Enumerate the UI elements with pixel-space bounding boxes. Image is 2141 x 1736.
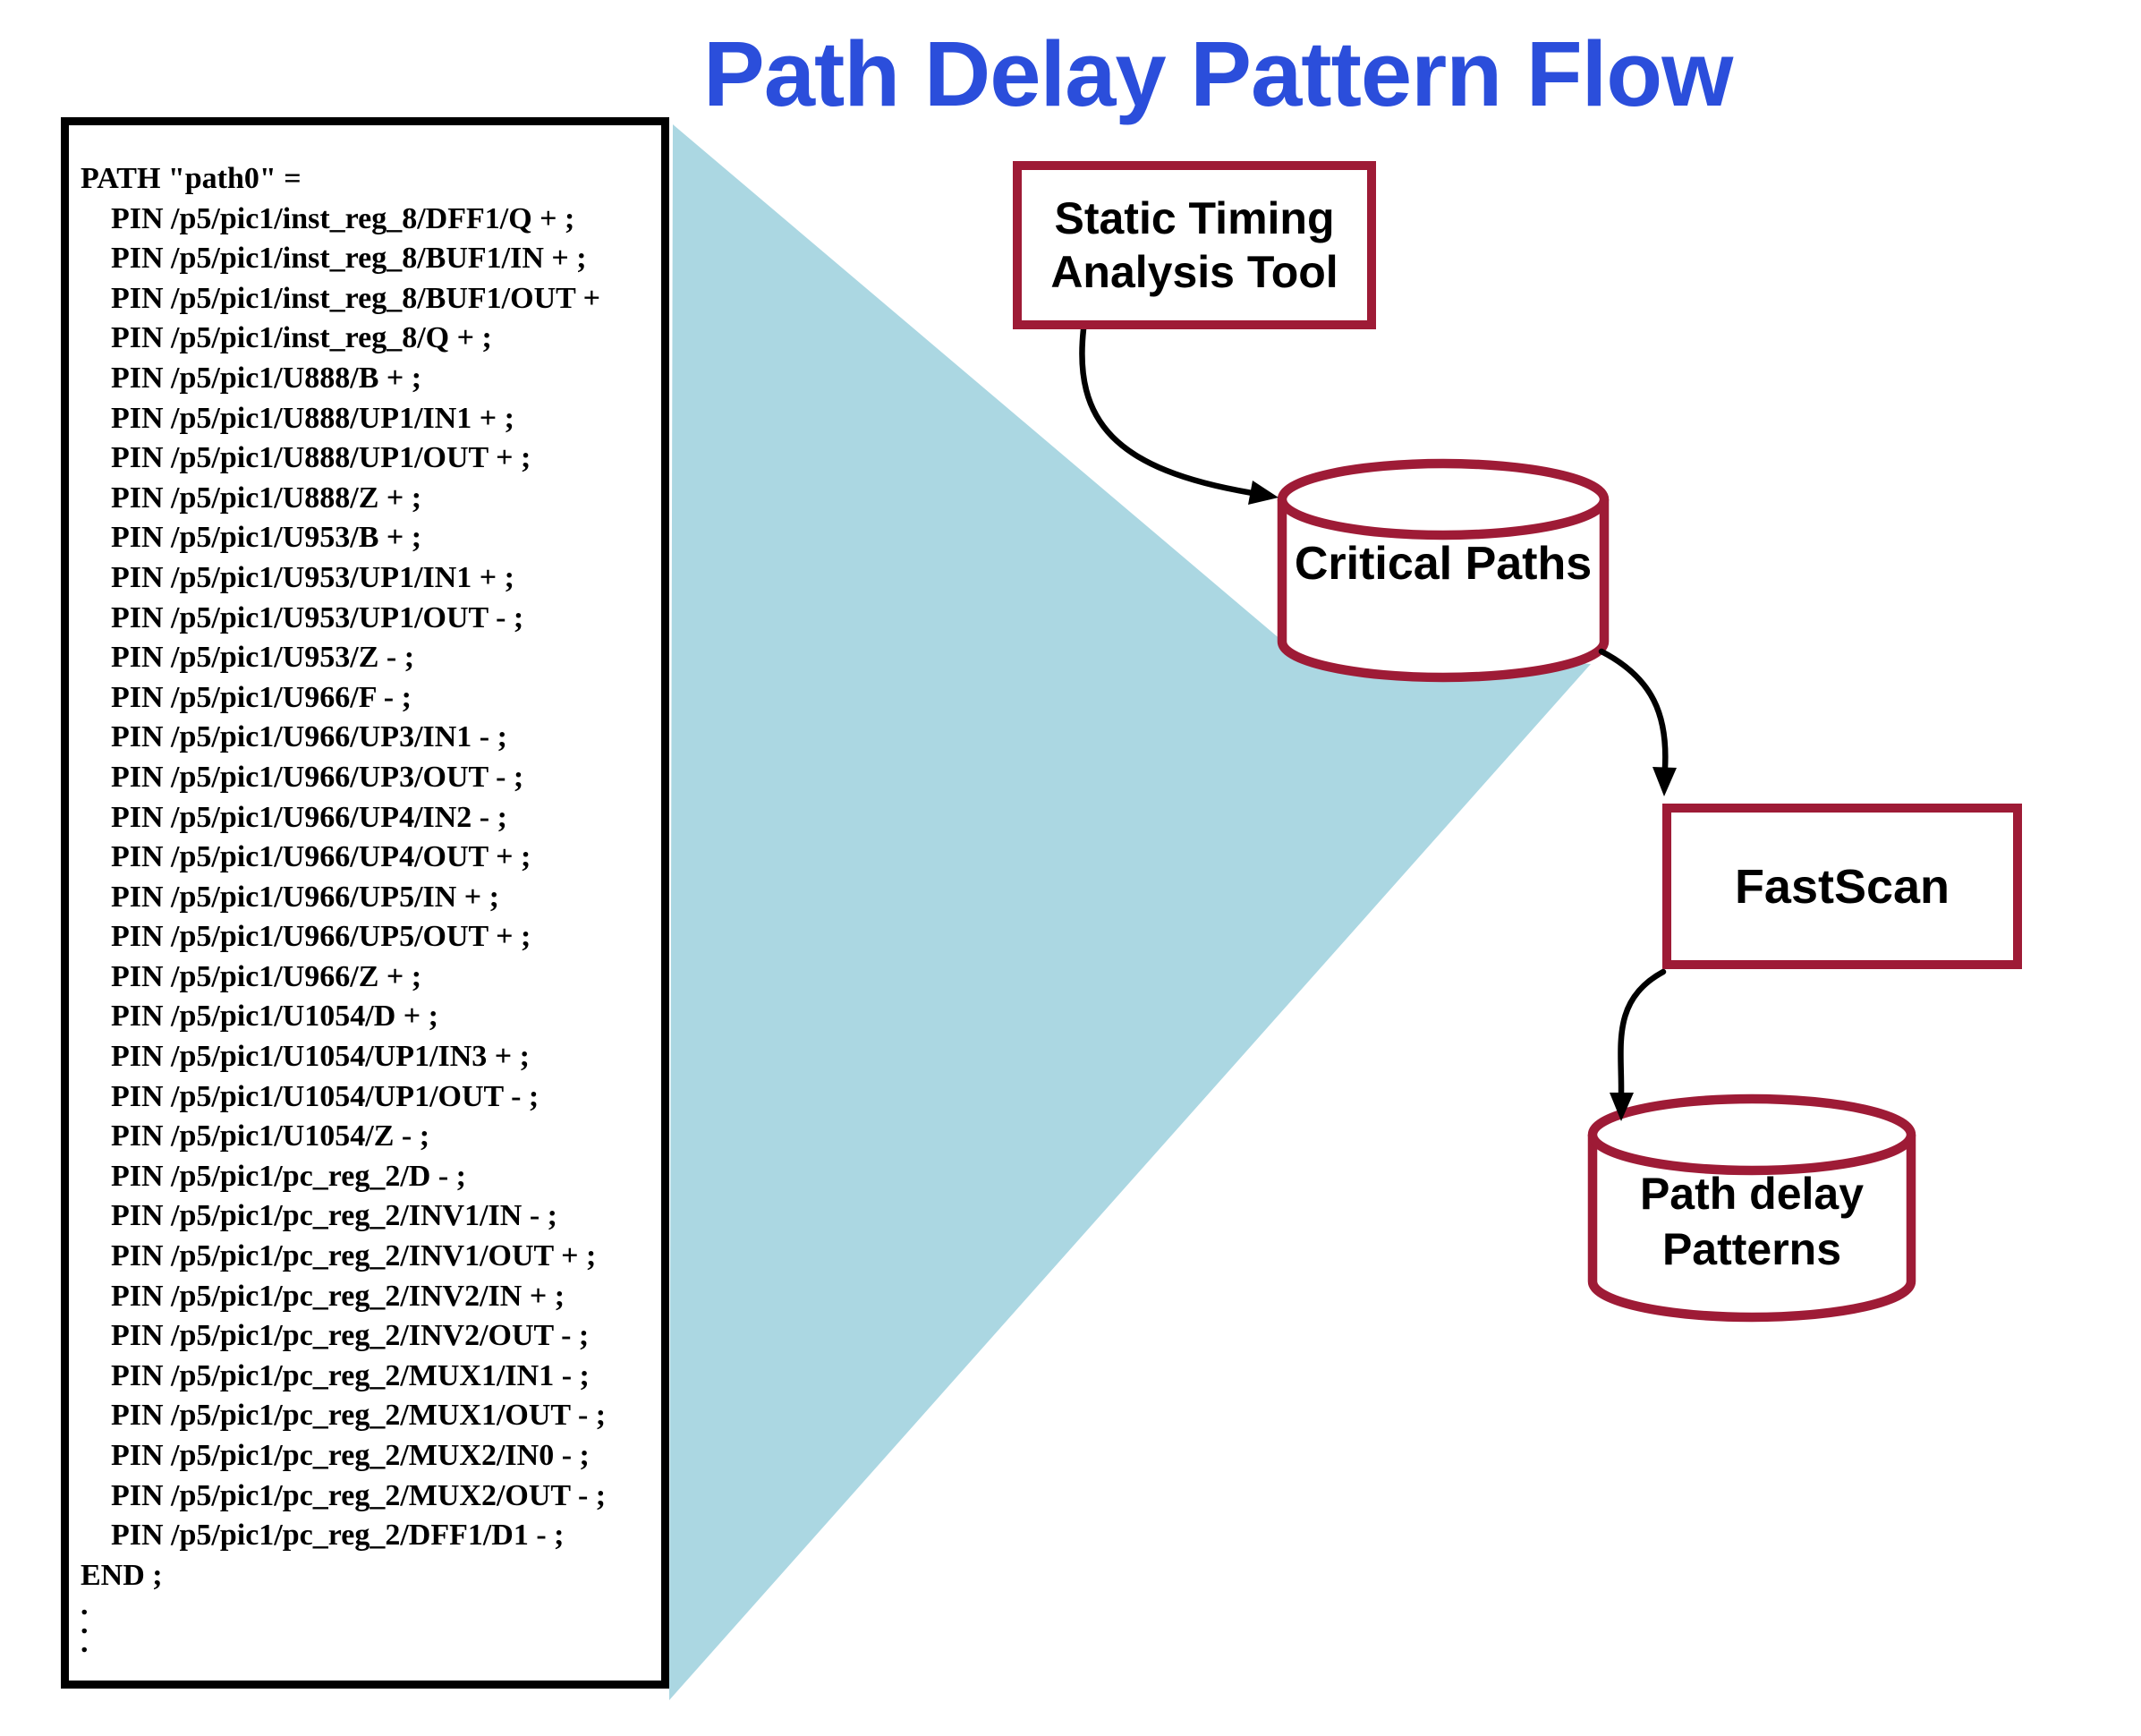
page-title: Path Delay Pattern Flow [703,22,1733,125]
code-line: PIN /p5/pic1/inst_reg_8/BUF1/OUT + [81,281,601,315]
code-line: PIN /p5/pic1/U966/F - ; [81,680,412,714]
code-line: PIN /p5/pic1/U888/Z + ; [81,481,422,515]
node-label-line: Static Timing [1054,193,1335,243]
code-line: PIN /p5/pic1/pc_reg_2/MUX2/IN0 - ; [81,1439,590,1472]
cylinder-body [1587,1135,1916,1323]
code-line: PIN /p5/pic1/U966/Z + ; [81,959,422,993]
node-label-line: FastScan [1734,859,1950,914]
code-line: PIN /p5/pic1/U966/UP5/IN + ; [81,880,499,914]
arrow-head-icon [1610,1093,1634,1121]
code-line: PIN /p5/pic1/pc_reg_2/MUX1/IN1 - ; [81,1358,590,1392]
node-label-line: Path delay [1639,1169,1865,1219]
code-line: PIN /p5/pic1/pc_reg_2/MUX1/OUT - ; [81,1399,607,1433]
code-dot: . [81,1626,89,1660]
code-line: PIN /p5/pic1/U966/UP4/IN2 - ; [81,800,507,834]
arrow-head-icon [1652,767,1677,796]
code-line: PIN /p5/pic1/U966/UP5/OUT + ; [81,920,531,954]
code-line: PIN /p5/pic1/pc_reg_2/INV1/IN - ; [81,1199,557,1233]
arrow-line [1618,968,1667,1097]
code-line: PIN /p5/pic1/inst_reg_8/BUF1/IN + ; [81,242,587,276]
code-line: PATH "path0" = [81,162,302,195]
code-line: PIN /p5/pic1/pc_reg_2/INV1/OUT + ; [81,1239,597,1273]
code-line: END ; [81,1558,163,1592]
path-definition-code-box: PATH "path0" = PIN /p5/pic1/inst_reg_8/D… [61,117,669,1689]
code-line: PIN /p5/pic1/U953/UP1/OUT - ; [81,600,524,634]
code-line: PIN /p5/pic1/U953/B + ; [81,521,422,555]
code-line: PIN /p5/pic1/U888/B + ; [81,361,422,395]
static-timing-analysis-tool-node: Static Timing Analysis Tool [1013,161,1376,329]
path-delay-patterns-cylinder [1587,1094,1916,1323]
code-line: PIN /p5/pic1/U1054/D + ; [81,1000,438,1034]
code-dot: . [81,1607,89,1641]
code-continuation-dots: ... [69,1588,661,1660]
node-label-line: Analysis Tool [1050,247,1338,297]
cylinder-top [1277,458,1610,540]
arrow-head-icon [1248,481,1279,505]
fastscan-node: FastScan [1662,804,2022,969]
code-line: PIN /p5/pic1/inst_reg_8/Q + ; [81,321,492,355]
code-line: PIN /p5/pic1/U1054/Z - ; [81,1119,430,1153]
code-line: PIN /p5/pic1/U953/UP1/IN1 + ; [81,560,514,594]
beam-triangle [669,124,1591,1700]
code-dot: . [81,1588,89,1622]
code-line: PIN /p5/pic1/U966/UP3/OUT - ; [81,760,524,794]
code-line: PIN /p5/pic1/pc_reg_2/DFF1/D1 - ; [81,1519,565,1553]
code-line: PIN /p5/pic1/pc_reg_2/D - ; [81,1159,466,1193]
code-line: PIN /p5/pic1/pc_reg_2/INV2/OUT - ; [81,1319,590,1353]
code-lines: PATH "path0" = PIN /p5/pic1/inst_reg_8/D… [69,125,661,1596]
arrow-critical-paths-to-fastscan [1598,648,1677,796]
path-delay-patterns-label: Path delay Patterns [1593,1166,1911,1277]
code-line: PIN /p5/pic1/U1054/UP1/OUT - ; [81,1079,539,1113]
arrow-line [1598,648,1669,771]
code-line: PIN /p5/pic1/U888/UP1/OUT + ; [81,441,531,475]
node-label-line: Patterns [1661,1224,1842,1274]
code-line: PIN /p5/pic1/U1054/UP1/IN3 + ; [81,1040,530,1074]
code-line: PIN /p5/pic1/U953/Z - ; [81,641,415,675]
code-line: PIN /p5/pic1/U966/UP3/IN1 - ; [81,720,507,754]
arrow-fastscan-to-path-delay [1610,968,1667,1121]
arrow-sta-to-critical-paths [1079,326,1279,505]
code-line: PIN /p5/pic1/inst_reg_8/DFF1/Q + ; [81,201,575,235]
arrow-line [1079,326,1256,497]
code-line: PIN /p5/pic1/U888/UP1/IN1 + ; [81,401,514,435]
cylinder-top [1587,1094,1916,1176]
code-line: PIN /p5/pic1/pc_reg_2/INV2/IN + ; [81,1279,565,1313]
code-line: PIN /p5/pic1/U966/UP4/OUT + ; [81,840,531,874]
cylinder-body [1277,499,1610,683]
critical-paths-cylinder [1277,458,1610,683]
code-line: PIN /p5/pic1/pc_reg_2/MUX2/OUT - ; [81,1478,607,1512]
critical-paths-label: Critical Paths [1294,538,1593,590]
